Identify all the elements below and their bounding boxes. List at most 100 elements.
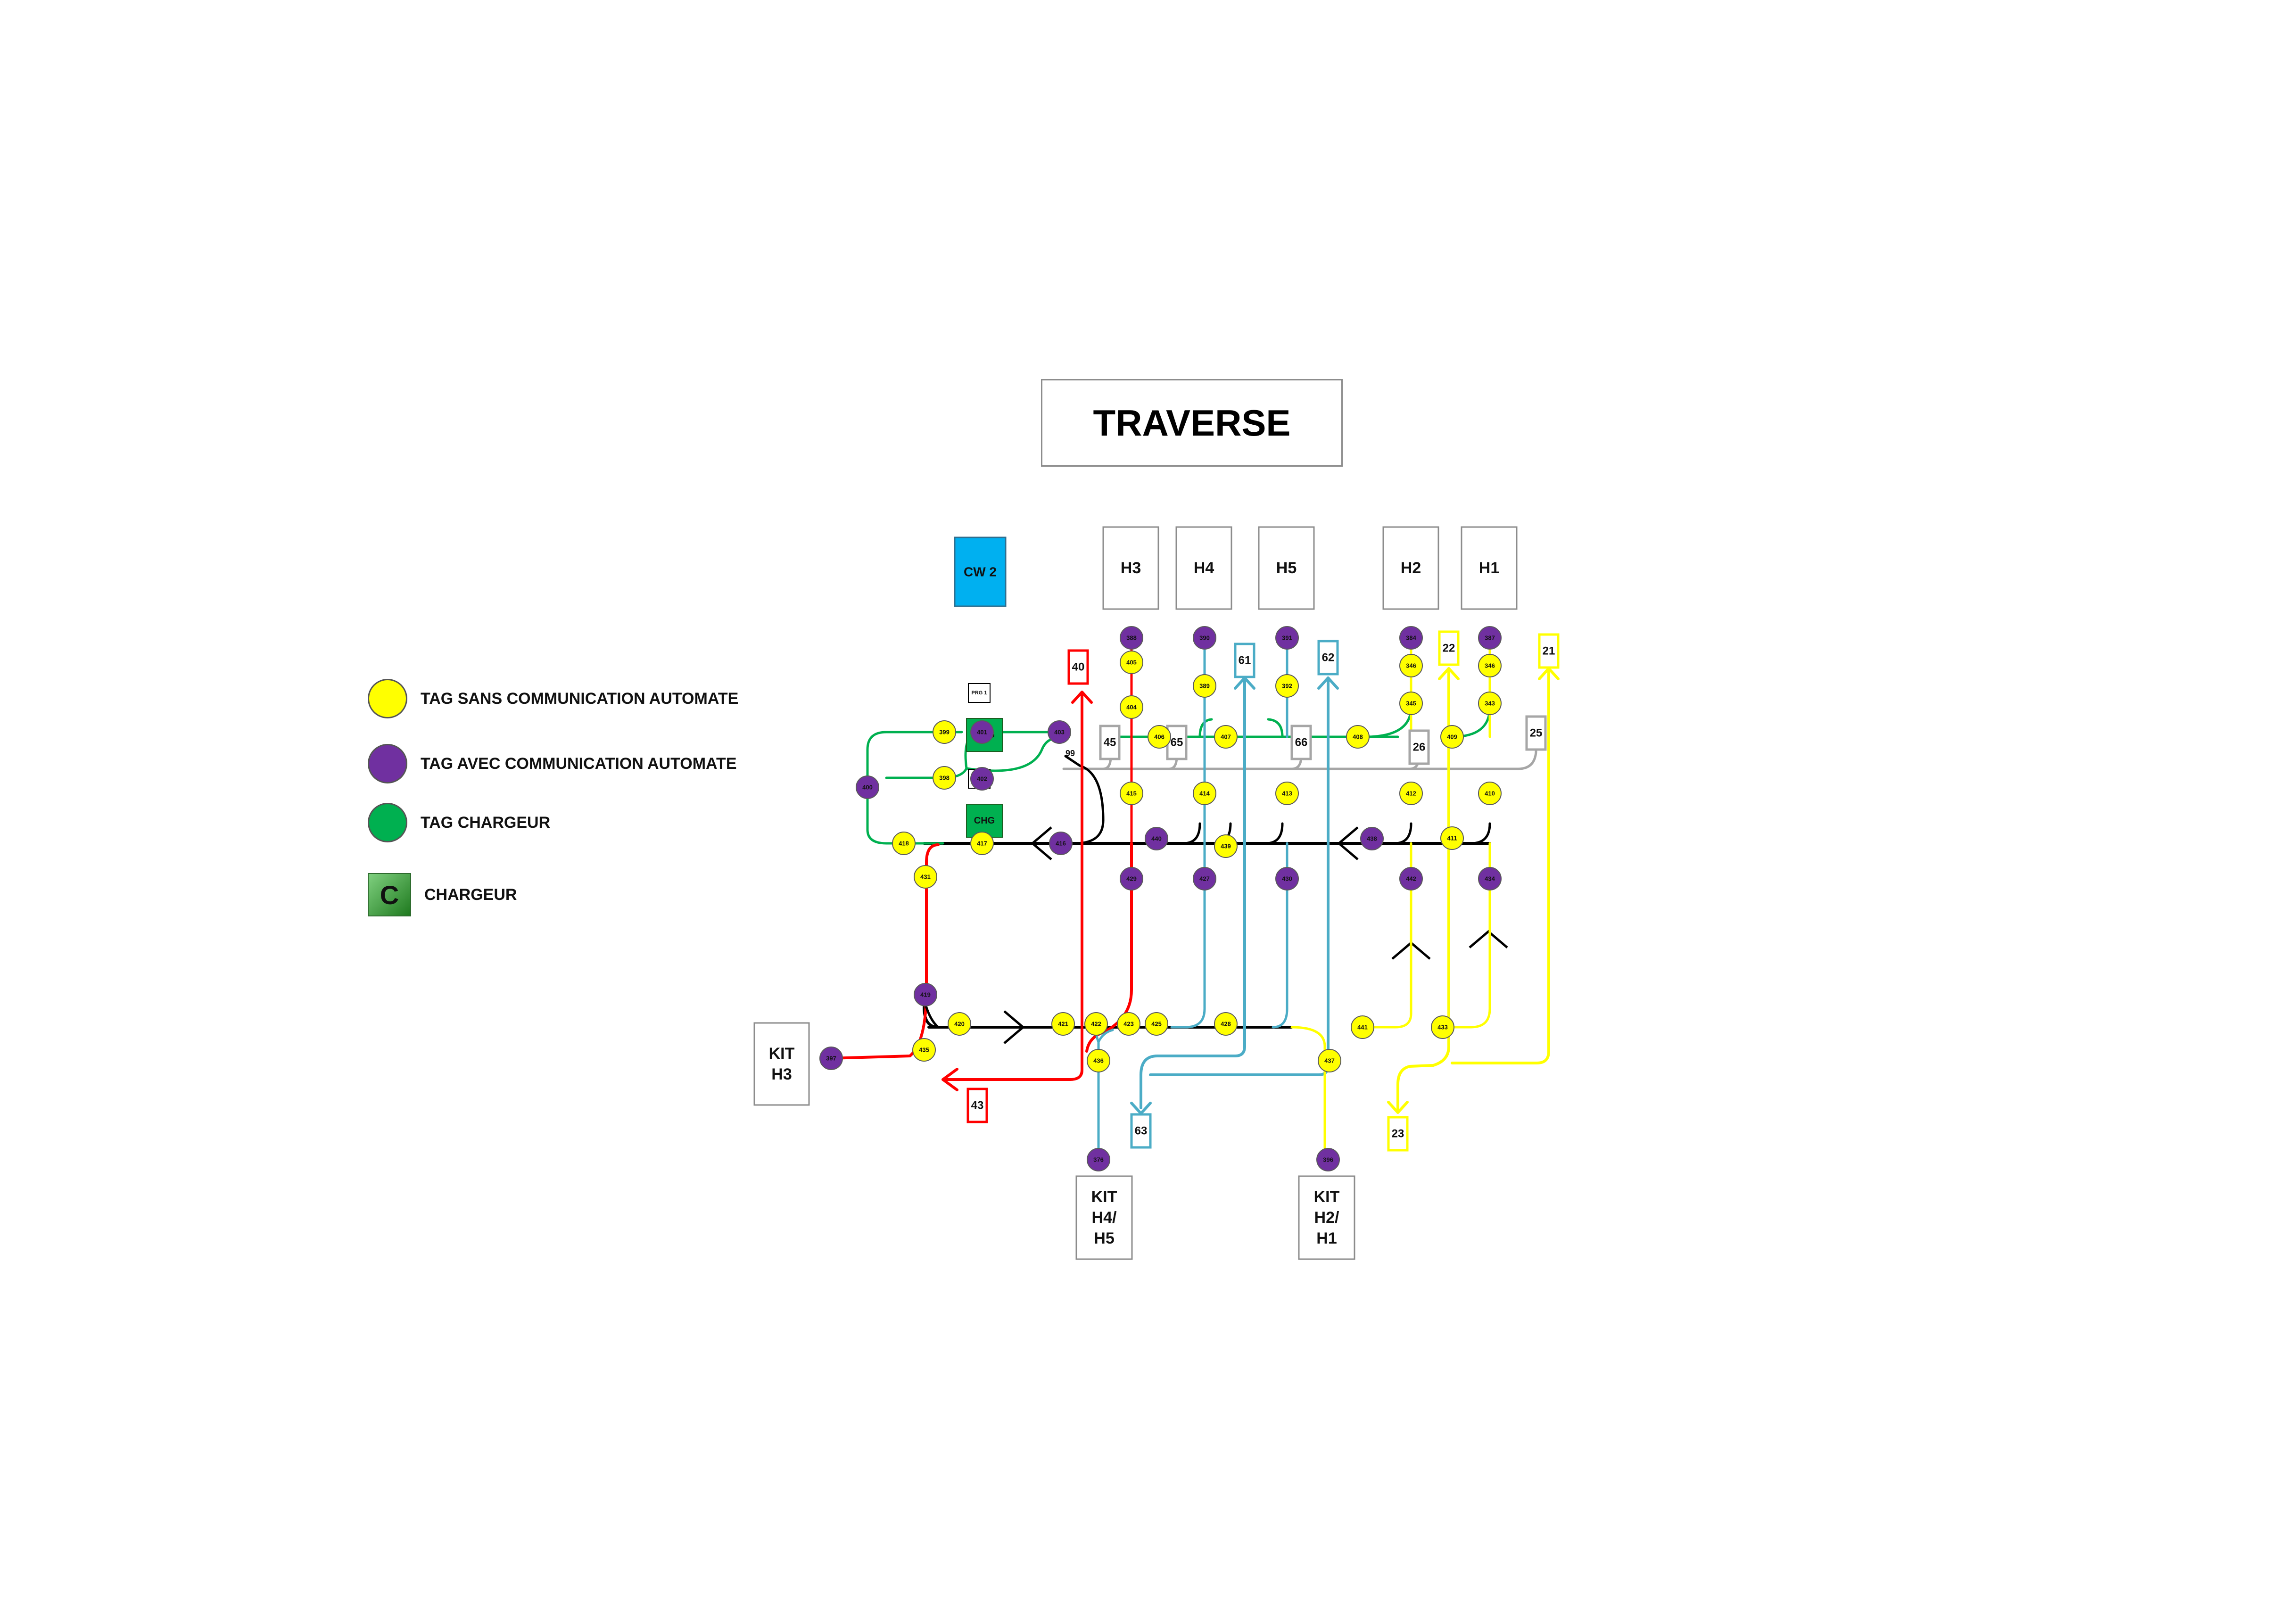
black-line	[1264, 822, 1284, 845]
tag-number: 437	[1324, 1057, 1335, 1064]
station-kit-h2-h1-label: KIT	[1314, 1188, 1340, 1206]
tag-415: 415	[1120, 782, 1143, 805]
yellow-tag-marker	[1399, 782, 1423, 805]
destination-22-label: 22	[1443, 642, 1455, 655]
tag-number: 423	[1123, 1021, 1134, 1028]
purple-tag-marker	[970, 720, 994, 744]
tag-387: 387	[1478, 626, 1502, 650]
purple-tag-marker	[970, 767, 994, 791]
tag-number: 397	[826, 1055, 836, 1062]
cw2-box: CW 2	[954, 536, 1007, 607]
tag-438: 438	[1360, 827, 1384, 850]
tag-number: 434	[1485, 875, 1495, 882]
station-h2-label: H2	[1401, 559, 1421, 577]
tag-number: 438	[1367, 835, 1377, 842]
tag-423: 423	[1117, 1012, 1140, 1036]
station-kit-h4-h5-label: H4/	[1092, 1209, 1117, 1227]
purple-tag-marker	[1193, 867, 1216, 890]
yellow-tag-marker	[912, 1038, 936, 1062]
yellow-tag-marker	[1275, 782, 1299, 805]
tag-436: 436	[1087, 1049, 1110, 1072]
tag-number: 400	[862, 784, 873, 791]
tag-392: 392	[1275, 674, 1299, 698]
tag-391: 391	[1275, 626, 1299, 650]
destination-25: 25	[1525, 715, 1547, 751]
charger-icon: C	[368, 873, 411, 916]
tag-431: 431	[914, 865, 937, 889]
purple-tag-marker	[1120, 867, 1143, 890]
tag-346: 346	[1399, 654, 1423, 677]
black-line	[923, 1006, 940, 1029]
yellow-tag-marker	[1214, 834, 1238, 858]
tag-440: 440	[1145, 827, 1168, 850]
destination-45-label: 45	[1104, 736, 1116, 749]
destination-66-frame	[1290, 725, 1312, 760]
tag-number: 387	[1485, 635, 1495, 642]
tag-414: 414	[1193, 782, 1216, 805]
destination-25-frame	[1525, 715, 1547, 751]
station-kit-h3-label: H3	[771, 1065, 792, 1083]
station-h5-label: H5	[1276, 559, 1297, 577]
purple-tag-marker	[1087, 1148, 1110, 1171]
destination-61-frame	[1234, 643, 1255, 678]
cw2-box-label: CW 2	[964, 565, 997, 579]
tag-346: 346	[1478, 654, 1502, 677]
tag-396: 396	[1316, 1148, 1340, 1171]
destination-23-frame	[1387, 1116, 1409, 1152]
tag-417: 417	[970, 832, 994, 855]
tag-384: 384	[1399, 626, 1423, 650]
tag-number: 399	[939, 729, 950, 736]
charger-prg-tag-frame	[968, 683, 991, 703]
yellow-tag-marker	[1084, 1012, 1108, 1036]
yellow-tag-marker	[1120, 651, 1143, 674]
tag-441: 441	[1351, 1015, 1374, 1039]
tag-405: 405	[1120, 651, 1143, 674]
legend-item-purple-tag: TAG AVEC COMMUNICATION AUTOMATE	[368, 744, 737, 783]
tag-435: 435	[912, 1038, 936, 1062]
tag-439: 439	[1214, 834, 1238, 858]
yellow-tag-marker	[1440, 826, 1464, 850]
red-arrow	[942, 1068, 958, 1091]
green-line	[1198, 718, 1213, 738]
yellow-tag-marker	[1351, 1015, 1374, 1039]
tag-397: 397	[819, 1047, 843, 1070]
destination-40-frame	[1067, 649, 1089, 685]
tag-number: 402	[977, 775, 987, 783]
black-line	[1182, 822, 1201, 845]
black-line	[1470, 822, 1491, 845]
green-line	[965, 736, 1061, 772]
destination-26-frame	[1408, 729, 1430, 765]
tag-343: 343	[1478, 692, 1502, 715]
tag-number: 403	[1054, 729, 1065, 736]
station-kit-h4-h5-label: H5	[1094, 1229, 1114, 1247]
tag-418: 418	[892, 832, 916, 855]
destination-26-label: 26	[1413, 741, 1426, 754]
yellow-tag-marker	[1120, 695, 1143, 719]
legend-label: CHARGEUR	[424, 885, 517, 904]
tag-434: 434	[1478, 867, 1502, 890]
tag-number: 436	[1093, 1057, 1104, 1064]
purple-tag-marker	[1048, 720, 1071, 744]
tag-428: 428	[1214, 1012, 1238, 1036]
tag-number: 404	[1126, 704, 1137, 711]
tag-number: 417	[977, 840, 987, 847]
tag-411: 411	[1440, 826, 1464, 850]
tag-430: 430	[1275, 867, 1299, 890]
destination-62-frame	[1317, 640, 1339, 676]
charger-bottom-label: CHG	[974, 816, 995, 826]
yellow-tag-marker	[1399, 654, 1423, 677]
tag-427: 427	[1193, 867, 1216, 890]
tag-389: 389	[1193, 674, 1216, 698]
legend-label: TAG AVEC COMMUNICATION AUTOMATE	[421, 754, 737, 773]
station-h2: H2	[1382, 526, 1439, 610]
legend-item-green-tag: TAG CHARGEUR	[368, 803, 550, 842]
yellow-tag-marker	[1440, 725, 1464, 749]
destination-63-frame	[1130, 1113, 1152, 1149]
purple-tag-icon	[368, 744, 407, 783]
yellow-tag-marker	[1148, 725, 1171, 749]
page-title: TRAVERSE	[1041, 379, 1343, 467]
charger-prg-tag: PRG 1	[968, 683, 991, 703]
tag-420: 420	[948, 1012, 971, 1036]
black-line	[1074, 764, 1105, 845]
